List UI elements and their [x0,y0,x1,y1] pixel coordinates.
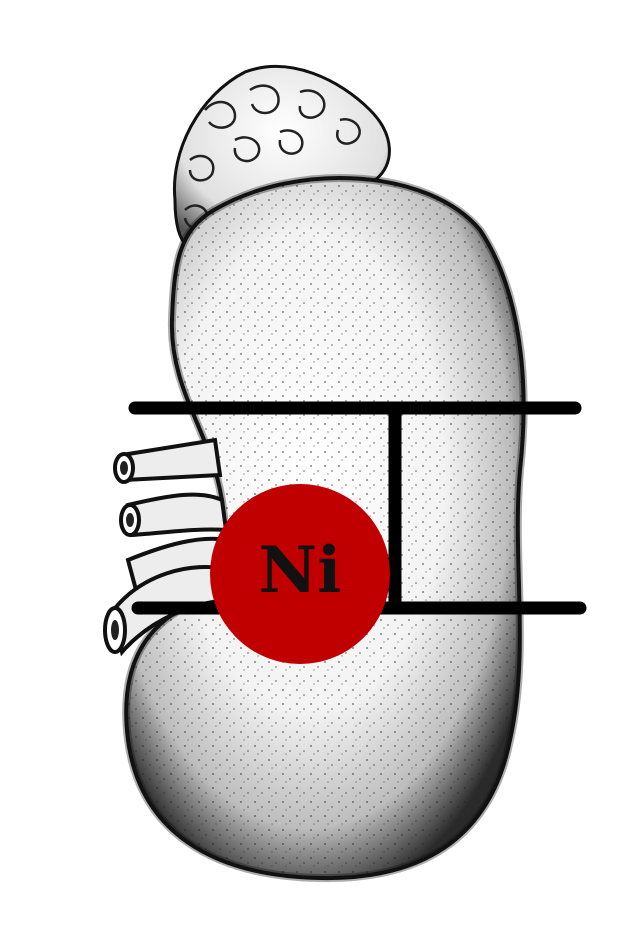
renal-vessels-icon [103,437,239,657]
element-badge: Ni [210,484,390,664]
element-symbol: Ni [259,533,342,608]
